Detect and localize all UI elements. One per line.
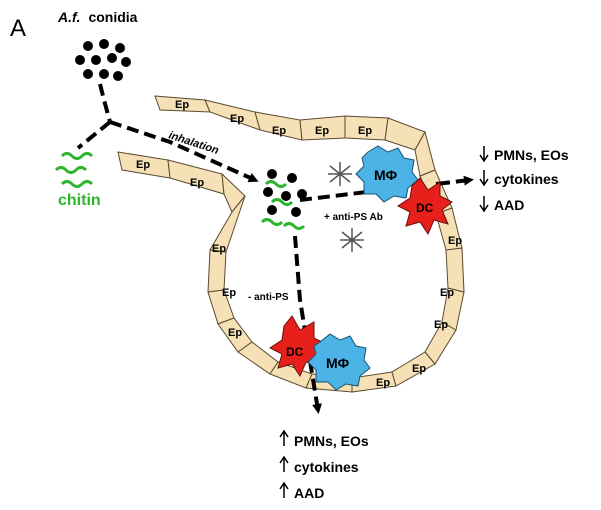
- ep-label: Ep: [272, 125, 286, 137]
- outcome-bottom-1: PMNs, EOs: [294, 433, 369, 449]
- conidia-label-suffix: conidia: [88, 9, 137, 25]
- inhalation-path: [76, 83, 259, 183]
- down-arrow-icon: [479, 146, 489, 213]
- dendritic-label: DC: [286, 345, 304, 359]
- ep-label: Ep: [222, 287, 236, 299]
- airway-wall-upper: [154, 95, 426, 151]
- ep-label: Ep: [434, 319, 448, 331]
- macrophage-bottom: MΦ: [307, 333, 371, 391]
- panel-label: A: [10, 15, 26, 42]
- outcomes-top: PMNs, EOs cytokines AAD: [479, 146, 569, 213]
- minus-anti-ps-label: - anti-PS: [248, 292, 289, 303]
- outcome-top-2: cytokines: [494, 171, 559, 187]
- ep-label: Ep: [212, 243, 226, 255]
- ep-label: Ep: [175, 99, 189, 111]
- chitin-in-alveolus: [260, 180, 306, 230]
- dendritic-cell-top: DC: [397, 177, 453, 236]
- conidia-label: A.f. conidia: [57, 9, 138, 25]
- macrophage-label: MΦ: [326, 355, 350, 371]
- chitin-fibers-left: [54, 152, 94, 188]
- ep-label: Ep: [376, 377, 390, 389]
- chitin-label: chitin: [58, 192, 101, 209]
- ep-label: Ep: [358, 125, 372, 137]
- ep-label: Ep: [190, 177, 204, 189]
- macrophage-top: MΦ: [355, 145, 419, 203]
- ep-label: Ep: [228, 327, 242, 339]
- ep-label: Ep: [440, 287, 454, 299]
- outcome-top-3: AAD: [494, 197, 524, 213]
- conidia-cluster: [75, 39, 131, 81]
- ep-label: Ep: [412, 363, 426, 375]
- anti-ps-ab-label: + anti-PS Ab: [324, 212, 383, 223]
- ep-label: Ep: [448, 235, 462, 247]
- inhalation-label: inhalation: [167, 129, 220, 157]
- ep-label: Ep: [230, 113, 244, 125]
- outcome-bottom-2: cytokines: [294, 459, 359, 475]
- outcome-bottom-3: AAD: [294, 485, 324, 501]
- epithelium-labels: Ep Ep Ep Ep Ep Ep Ep Ep Ep Ep Ep Ep Ep E…: [136, 99, 462, 389]
- dendritic-label: DC: [416, 201, 434, 215]
- ep-label: Ep: [315, 125, 329, 137]
- conidia-in-alveolus: [263, 169, 307, 217]
- up-arrow-icon: [279, 429, 289, 498]
- antibody-icon: [328, 162, 364, 252]
- ep-label: Ep: [136, 159, 150, 171]
- conidia-label-prefix: A.f.: [57, 9, 81, 25]
- outcome-top-1: PMNs, EOs: [494, 147, 569, 163]
- macrophage-label: MΦ: [374, 167, 398, 183]
- top-outcome-arrow: [435, 175, 474, 186]
- bottom-path: [293, 235, 322, 414]
- outcomes-bottom: PMNs, EOs cytokines AAD: [279, 429, 369, 501]
